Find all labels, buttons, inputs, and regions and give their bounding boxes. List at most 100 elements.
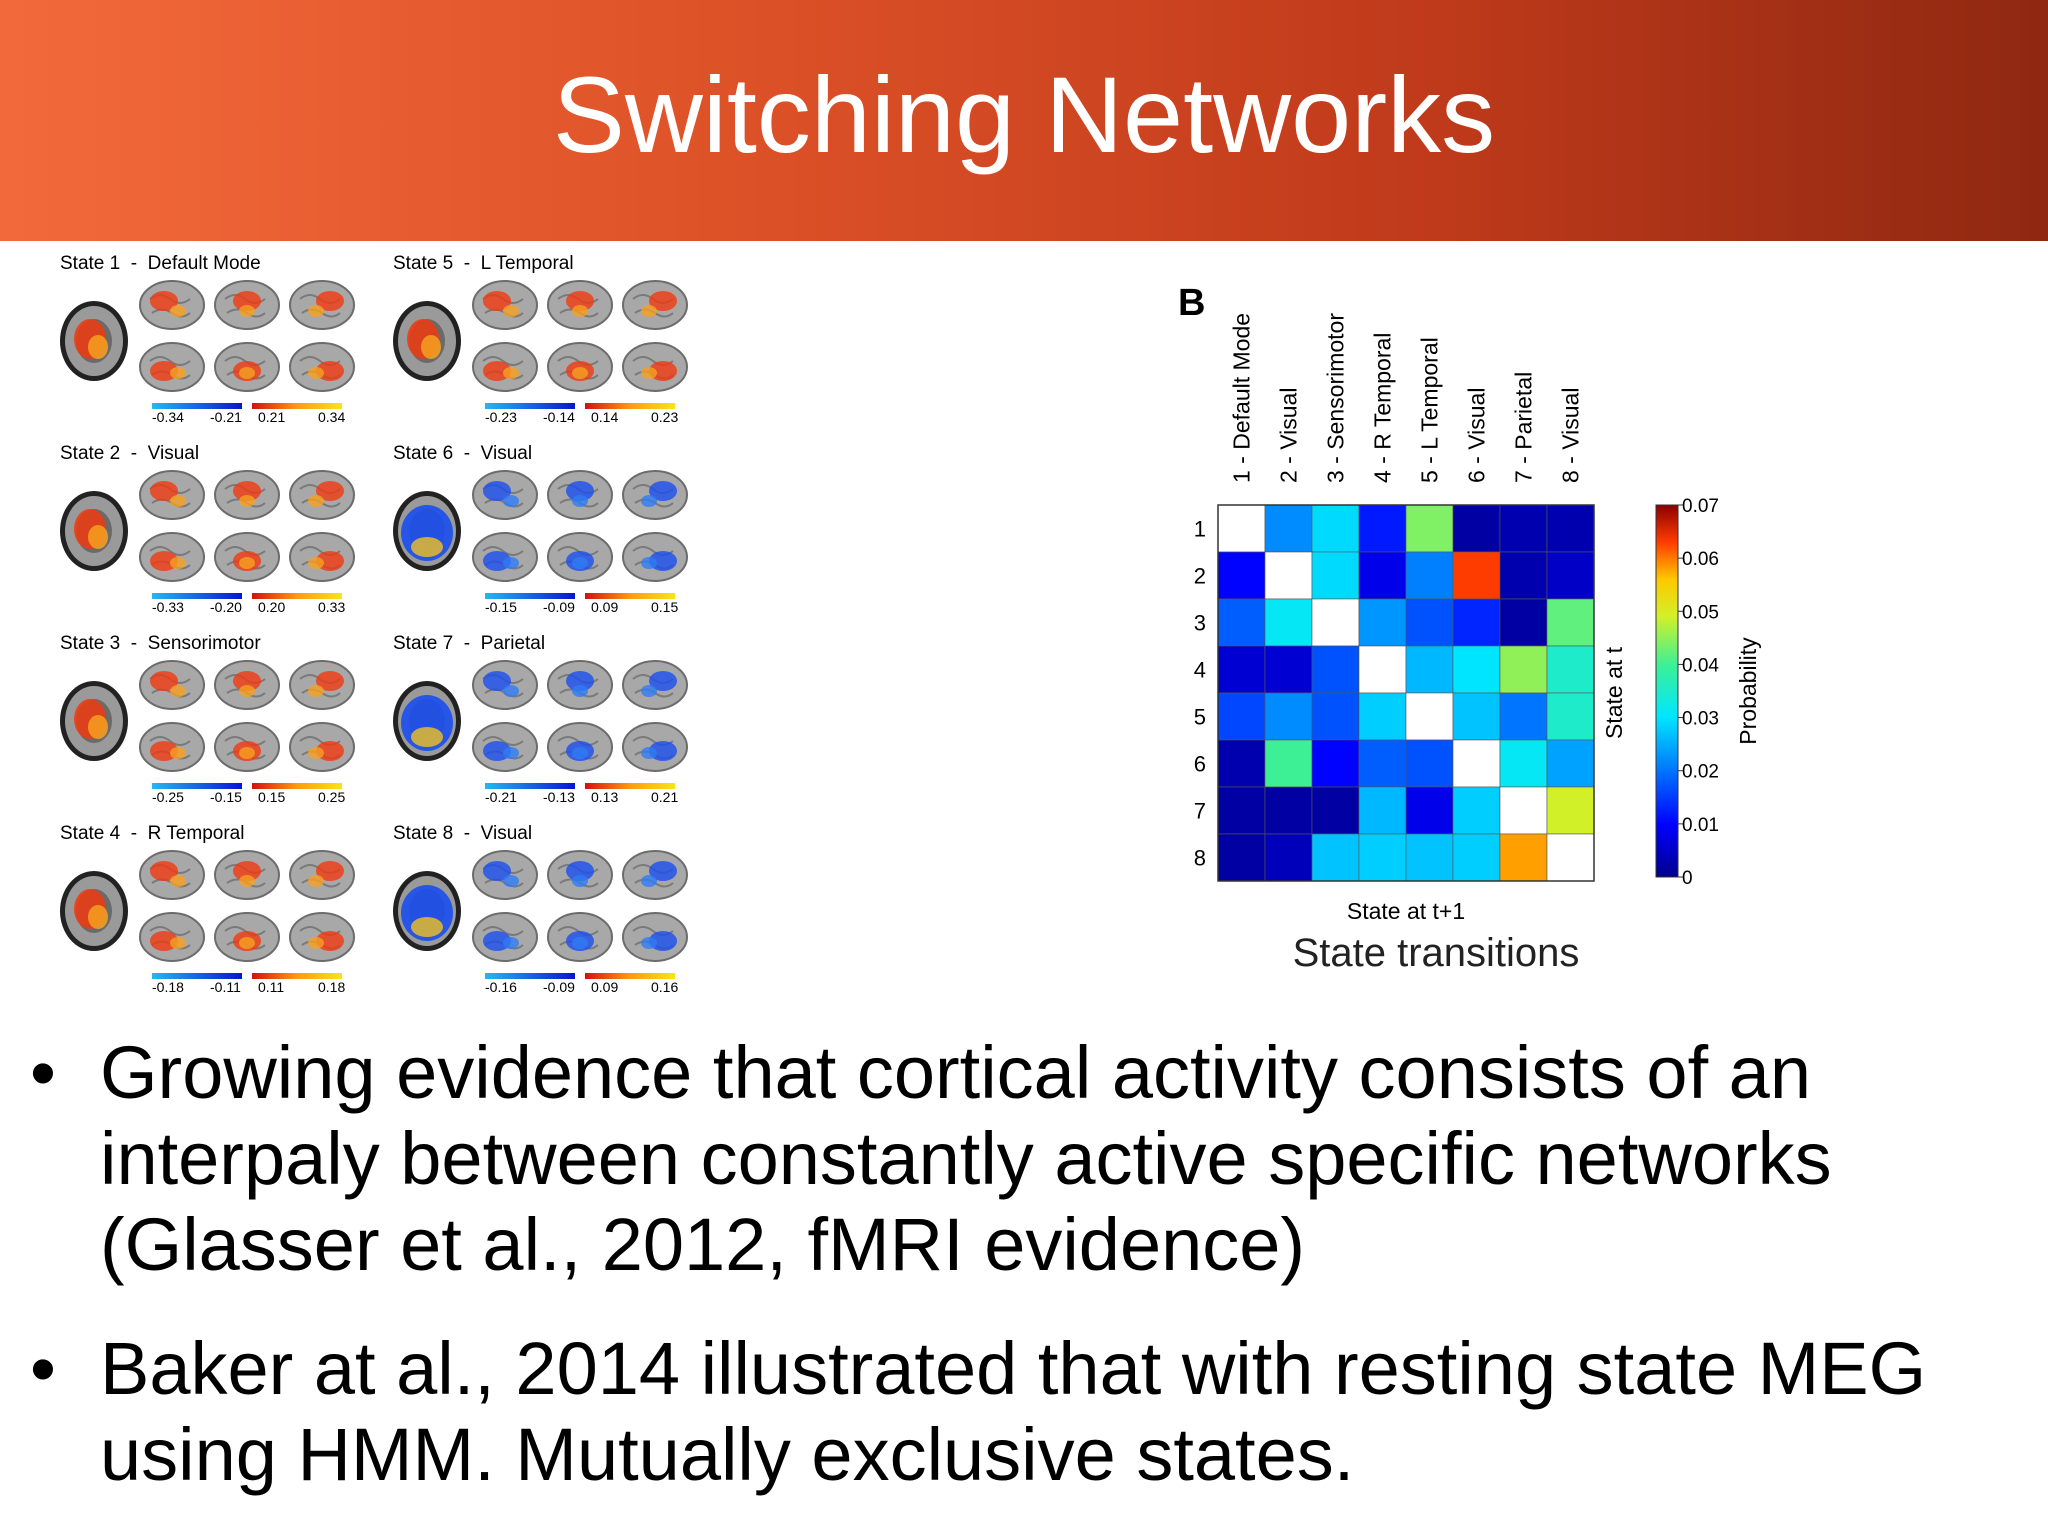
colorbar <box>152 973 342 979</box>
colorbar-tick: -0.11 <box>210 979 241 995</box>
row-label: 1 <box>1194 517 1206 542</box>
state-label: State 2 - Visual <box>60 443 200 464</box>
column-label: 2 - Visual <box>1276 388 1302 483</box>
colorbar-tick: -0.13 <box>543 789 575 805</box>
brain-maps-image <box>60 470 355 582</box>
heatmap-frame <box>1217 504 1595 882</box>
heatmap-cell <box>1499 645 1548 694</box>
heatmap-cell <box>1358 598 1407 647</box>
heatmap-cell <box>1311 786 1360 835</box>
colorbar-tick: 0.15 <box>258 789 286 805</box>
heatmap-cell <box>1405 786 1454 835</box>
heatmap-cell <box>1264 645 1313 694</box>
colorbar-tick: -0.16 <box>485 979 517 995</box>
heatmap-cell <box>1546 598 1595 647</box>
heatmap-cell <box>1264 504 1313 553</box>
heatmap-cell <box>1217 598 1266 647</box>
heatmap-cell <box>1311 598 1360 647</box>
heatmap-cell <box>1217 551 1266 600</box>
colorbar-tick: 0.18 <box>318 979 346 995</box>
colorbar-tick: 0.33 <box>318 599 346 615</box>
column-label: 5 - L Temporal <box>1417 337 1443 483</box>
brain-maps-image <box>60 280 355 392</box>
heatmap-cell <box>1311 692 1360 741</box>
state-label: State 4 - R Temporal <box>60 823 245 844</box>
column-label: 7 - Parietal <box>1511 372 1537 483</box>
heatmap-cell <box>1546 504 1595 553</box>
column-label: 4 - R Temporal <box>1370 333 1396 483</box>
row-label: 7 <box>1194 799 1206 824</box>
heatmap-cell <box>1452 598 1501 647</box>
heatmap-cell <box>1217 645 1266 694</box>
colorbar-tick: 0.34 <box>318 409 346 425</box>
heatmap-cell <box>1452 645 1501 694</box>
heatmap-cell <box>1358 786 1407 835</box>
column-label: 3 - Sensorimotor <box>1323 313 1349 483</box>
heatmap-cell <box>1264 833 1313 882</box>
heatmap-cell <box>1217 739 1266 788</box>
colorbar <box>485 403 675 409</box>
chart-caption: State transitions <box>1293 931 1580 975</box>
heatmap-cell <box>1452 504 1501 553</box>
colorbar-tick: 0.05 <box>1682 602 1719 623</box>
heatmap-cell <box>1264 551 1313 600</box>
heatmap-cell <box>1264 786 1313 835</box>
heatmap-cell <box>1405 645 1454 694</box>
colorbar-tick: 0.03 <box>1682 709 1719 730</box>
colorbar <box>152 593 342 599</box>
heatmap-cell <box>1499 551 1548 600</box>
row-label: 4 <box>1194 658 1206 683</box>
row-label: 2 <box>1194 564 1206 589</box>
colorbar-tick: 0.07 <box>1682 496 1719 517</box>
heatmap-cell <box>1311 551 1360 600</box>
bullet-text: Growing evidence that cortical activity … <box>100 1031 1832 1286</box>
heatmap-cell <box>1452 833 1501 882</box>
heatmap-cell <box>1358 504 1407 553</box>
heatmap-cell <box>1217 833 1266 882</box>
colorbar <box>152 403 342 409</box>
heatmap-cell <box>1217 692 1266 741</box>
row-label: 6 <box>1194 752 1206 777</box>
brain-maps-image <box>393 280 688 392</box>
colorbar-tick: 0.15 <box>651 599 679 615</box>
colorbar-tick: -0.23 <box>485 409 517 425</box>
brain-maps-image <box>393 470 688 582</box>
heatmap-cell <box>1217 786 1266 835</box>
colorbar-tick: -0.25 <box>152 789 184 805</box>
heatmap-cell <box>1452 786 1501 835</box>
title-banner <box>0 0 2048 241</box>
heatmap-cell <box>1264 598 1313 647</box>
state-label: State 6 - Visual <box>393 443 533 464</box>
heatmap-cell <box>1546 739 1595 788</box>
heatmap-cell <box>1546 786 1595 835</box>
heatmap-cell <box>1311 739 1360 788</box>
heatmap-cell <box>1358 551 1407 600</box>
bullet-list: • Growing evidence that cortical activit… <box>30 1030 2040 1536</box>
colorbar-tick: 0.13 <box>591 789 619 805</box>
row-label: 5 <box>1194 705 1206 730</box>
slide-title: Switching Networks <box>552 54 1496 175</box>
row-label: 8 <box>1194 846 1206 871</box>
bullet-marker: • <box>30 1031 56 1114</box>
heatmap-cell <box>1452 739 1501 788</box>
bullet-marker: • <box>30 1327 56 1410</box>
colorbar-tick: -0.33 <box>152 599 184 615</box>
state-label: State 8 - Visual <box>393 823 533 844</box>
colorbar-tick: -0.20 <box>210 599 242 615</box>
brain-maps-image <box>393 660 688 772</box>
colorbar <box>485 973 675 979</box>
bullet-text: Baker at al., 2014 illustrated that with… <box>100 1327 1927 1496</box>
heatmap-cell <box>1499 692 1548 741</box>
heatmap-cell <box>1546 645 1595 694</box>
heatmap-cell <box>1264 692 1313 741</box>
colorbar-tick: 0.23 <box>651 409 679 425</box>
heatmap-cell <box>1405 739 1454 788</box>
heatmap-cell <box>1499 504 1548 553</box>
column-label: 8 - Visual <box>1558 388 1584 483</box>
heatmap-cell <box>1499 833 1548 882</box>
colorbar <box>485 593 675 599</box>
